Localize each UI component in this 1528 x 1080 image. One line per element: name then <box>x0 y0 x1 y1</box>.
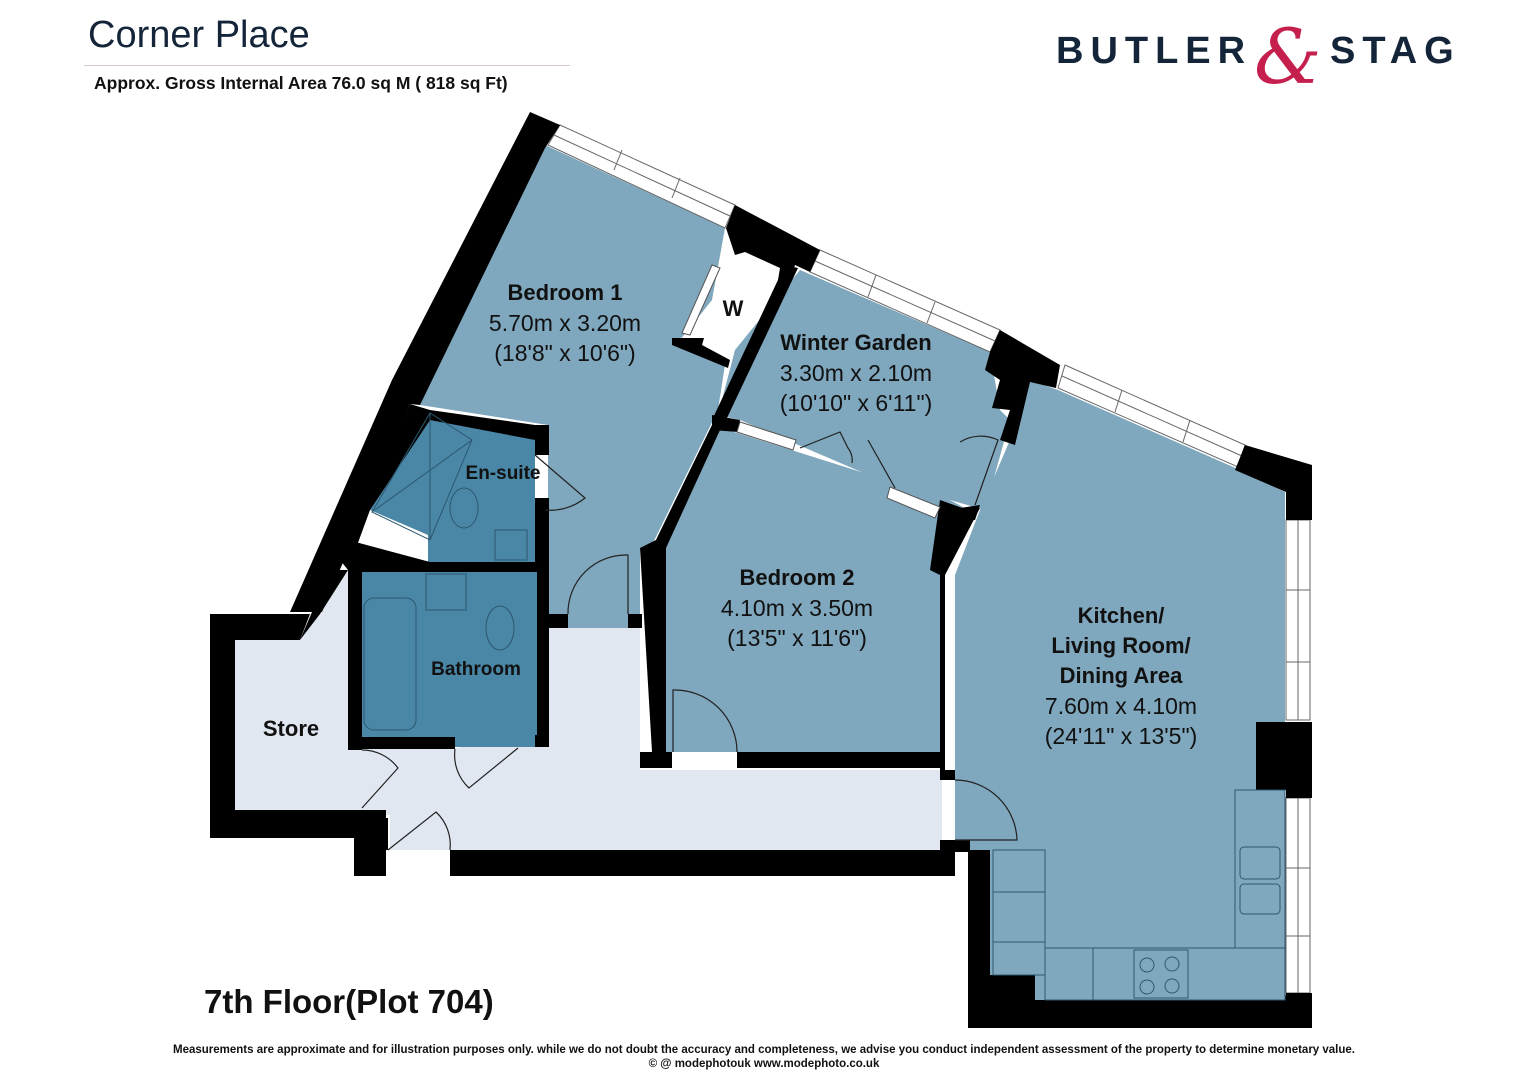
room-label-wardrobe: W <box>722 296 744 321</box>
credit-text: © @ modephotouk www.modephoto.co.uk <box>648 1058 880 1070</box>
logo-word-butler: BUTLER <box>1056 30 1253 72</box>
footer-disclaimer: Measurements are approximate and for ill… <box>0 1043 1528 1071</box>
ensuite-basin-icon <box>494 529 528 561</box>
bathtub-icon <box>363 597 417 731</box>
ensuite-toilet-icon <box>449 487 479 529</box>
logo-word-stag: STAG <box>1330 30 1461 72</box>
floor-label: 7th Floor(Plot 704) <box>204 983 494 1020</box>
room-label-bathroom: Bathroom <box>431 659 521 680</box>
room-label-kitchen: Kitchen/ Living Room/ Dining Area 7.60m … <box>1044 603 1198 749</box>
butler-stag-logo: BUTLER & STAG <box>1054 12 1461 101</box>
kitchen-area <box>955 380 1285 1000</box>
kitchen-counter-right <box>1234 789 1286 949</box>
room-label-store: Store <box>262 716 320 741</box>
bedroom1-area <box>420 145 726 628</box>
kitchen-counter-left <box>992 849 1046 976</box>
disclaimer-text: Measurements are approximate and for ill… <box>172 1044 1355 1056</box>
winter-garden-area <box>718 270 1010 510</box>
room-label-ensuite: En-suite <box>465 463 541 484</box>
hallway-area <box>235 570 942 850</box>
sink-icon-1 <box>1239 846 1281 880</box>
kitchen-counter-bottom <box>1044 947 1286 1001</box>
property-title: Corner Place <box>88 14 310 56</box>
window-bedroom1 <box>547 124 736 229</box>
walls <box>210 112 1312 1028</box>
sink-icon-2 <box>1239 883 1281 915</box>
fixtures <box>363 412 1286 1001</box>
room-label-winter-garden: Winter Garden 3.30m x 2.10m (10'10" x 6'… <box>779 330 933 416</box>
room-label-bedroom1: Bedroom 1 5.70m x 3.20m (18'8" x 10'6") <box>488 280 642 366</box>
bedroom2-area <box>652 425 968 752</box>
title-divider <box>84 65 570 66</box>
bathroom-area <box>362 572 537 737</box>
logo-ampersand: & <box>1254 12 1322 101</box>
wet-rooms <box>362 410 537 747</box>
bathroom-basin-icon <box>425 573 467 611</box>
main-rooms <box>420 145 1285 1000</box>
room-label-bedroom2: Bedroom 2 4.10m x 3.50m (13'5" x 11'6") <box>720 565 874 651</box>
door-swings <box>361 431 1018 851</box>
hob-icon <box>1133 949 1189 999</box>
gross-area-text: Approx. Gross Internal Area 76.0 sq M ( … <box>94 73 508 93</box>
bathroom-toilet-icon <box>485 605 515 651</box>
internal-windows <box>681 264 941 519</box>
windows <box>547 124 1311 994</box>
